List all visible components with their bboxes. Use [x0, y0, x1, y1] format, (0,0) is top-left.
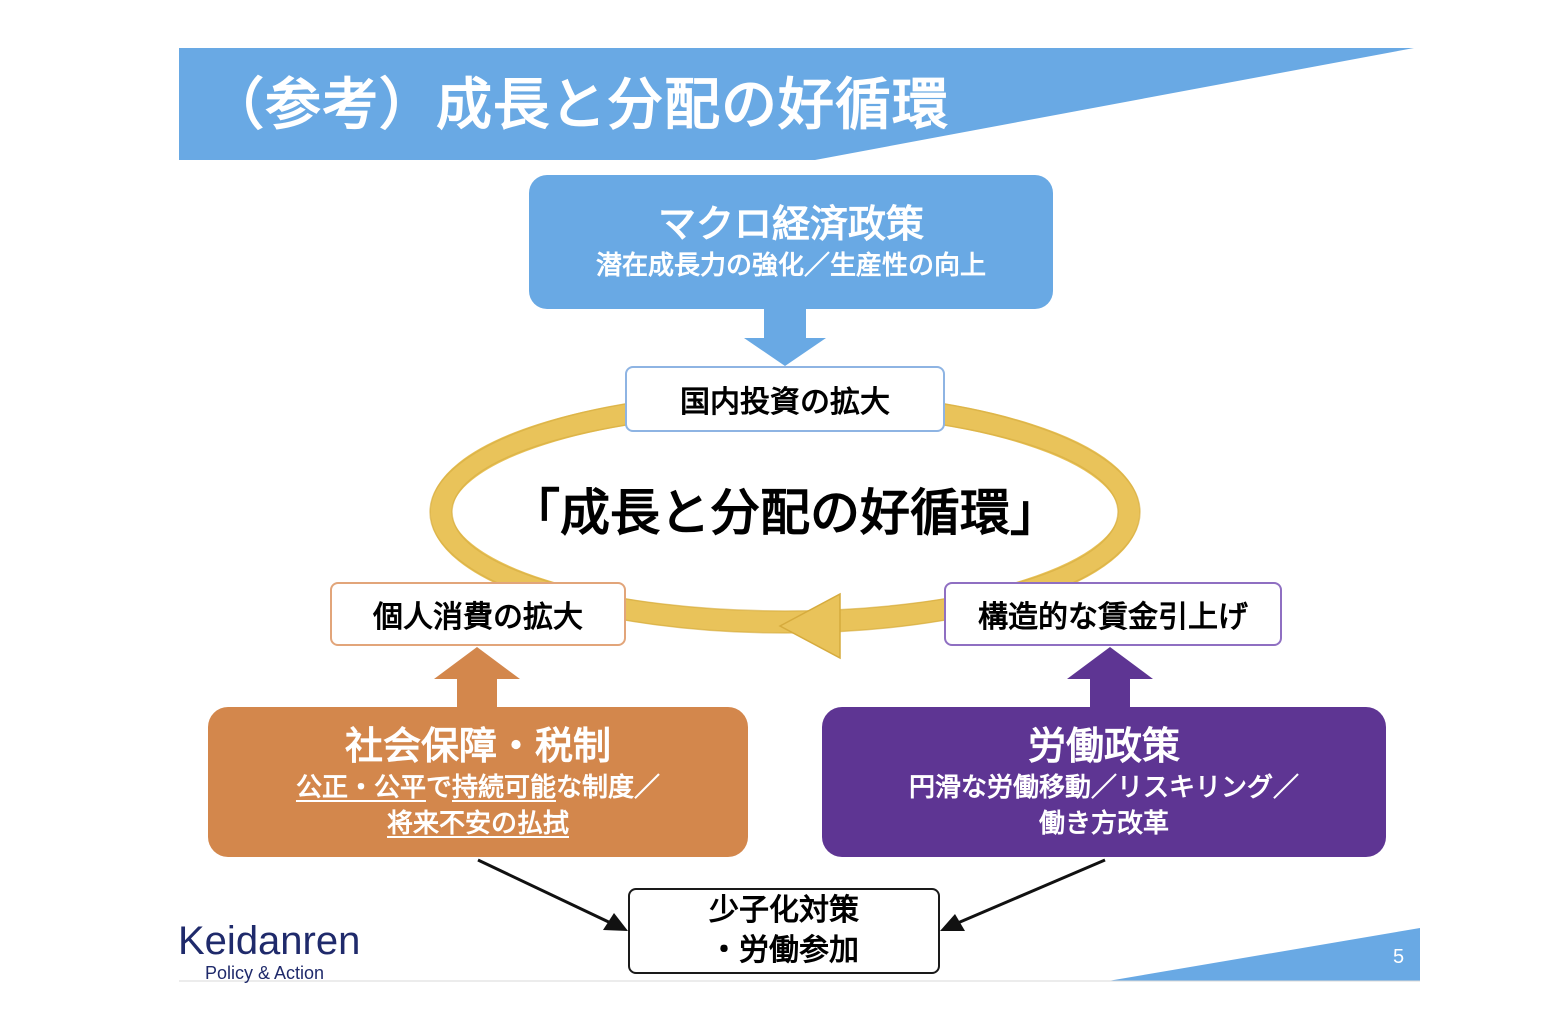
social-sustainable: 持続可能: [452, 773, 557, 803]
labor-heading: 労働政策: [1027, 724, 1180, 768]
arrowhead-left: [603, 913, 628, 931]
personal-consumption-label: 個人消費の拡大: [330, 582, 626, 646]
arrowhead-right: [940, 914, 965, 931]
birthrate-labor-box: 少子化対策 ・労働参加: [628, 888, 940, 974]
title-band: [179, 48, 1414, 160]
cycle-arrowhead: [778, 592, 841, 660]
slide-title: （参考）成長と分配の好循環: [208, 73, 949, 138]
page-number: 5: [1393, 946, 1405, 968]
down-arrow: [744, 309, 826, 366]
macro-heading: マクロ経済政策: [657, 202, 924, 246]
labor-policy-box: 労働政策 円滑な労働移動／リスキリング／ 働き方改革: [822, 707, 1386, 857]
social-heading: 社会保障・税制: [344, 724, 611, 768]
macro-subtext: 潜在成長力の強化／生産性の向上: [595, 251, 986, 281]
keidanren-logo: Keidanren: [178, 919, 361, 963]
social-system: な制度／: [556, 773, 661, 803]
up-arrow-right: [1067, 647, 1153, 707]
arrow-line-right: [952, 858, 1106, 927]
labor-line1: 円滑な労働移動／リスキリング／: [908, 773, 1299, 803]
social-line2: 将来不安の払拭: [386, 809, 569, 839]
social-security-box: 社会保障・税制 公正・公平で持続可能な制度／ 将来不安の払拭: [208, 707, 748, 857]
domestic-investment-label: 国内投資の拡大: [625, 366, 945, 432]
footer-wedge: [1108, 928, 1420, 981]
macro-policy-box: マクロ経済政策 潜在成長力の強化／生産性の向上: [529, 175, 1053, 309]
social-line1: 公正・公平で持続可能な制度／: [296, 770, 660, 806]
up-arrow-left: [434, 647, 520, 707]
arrow-line-left: [477, 858, 616, 927]
social-fairness: 公正・公平: [295, 773, 426, 803]
labor-line2: 働き方改革: [1038, 809, 1169, 839]
social-particle: で: [425, 773, 452, 803]
bottom-line2: ・労働参加: [709, 933, 859, 968]
bottom-line1: 少子化対策: [709, 893, 859, 928]
cycle-center-label: 「成長と分配の好循環」: [510, 484, 1060, 542]
structural-wage-label: 構造的な賃金引上げ: [944, 582, 1282, 646]
logo-tagline: Policy & Action: [205, 963, 325, 983]
